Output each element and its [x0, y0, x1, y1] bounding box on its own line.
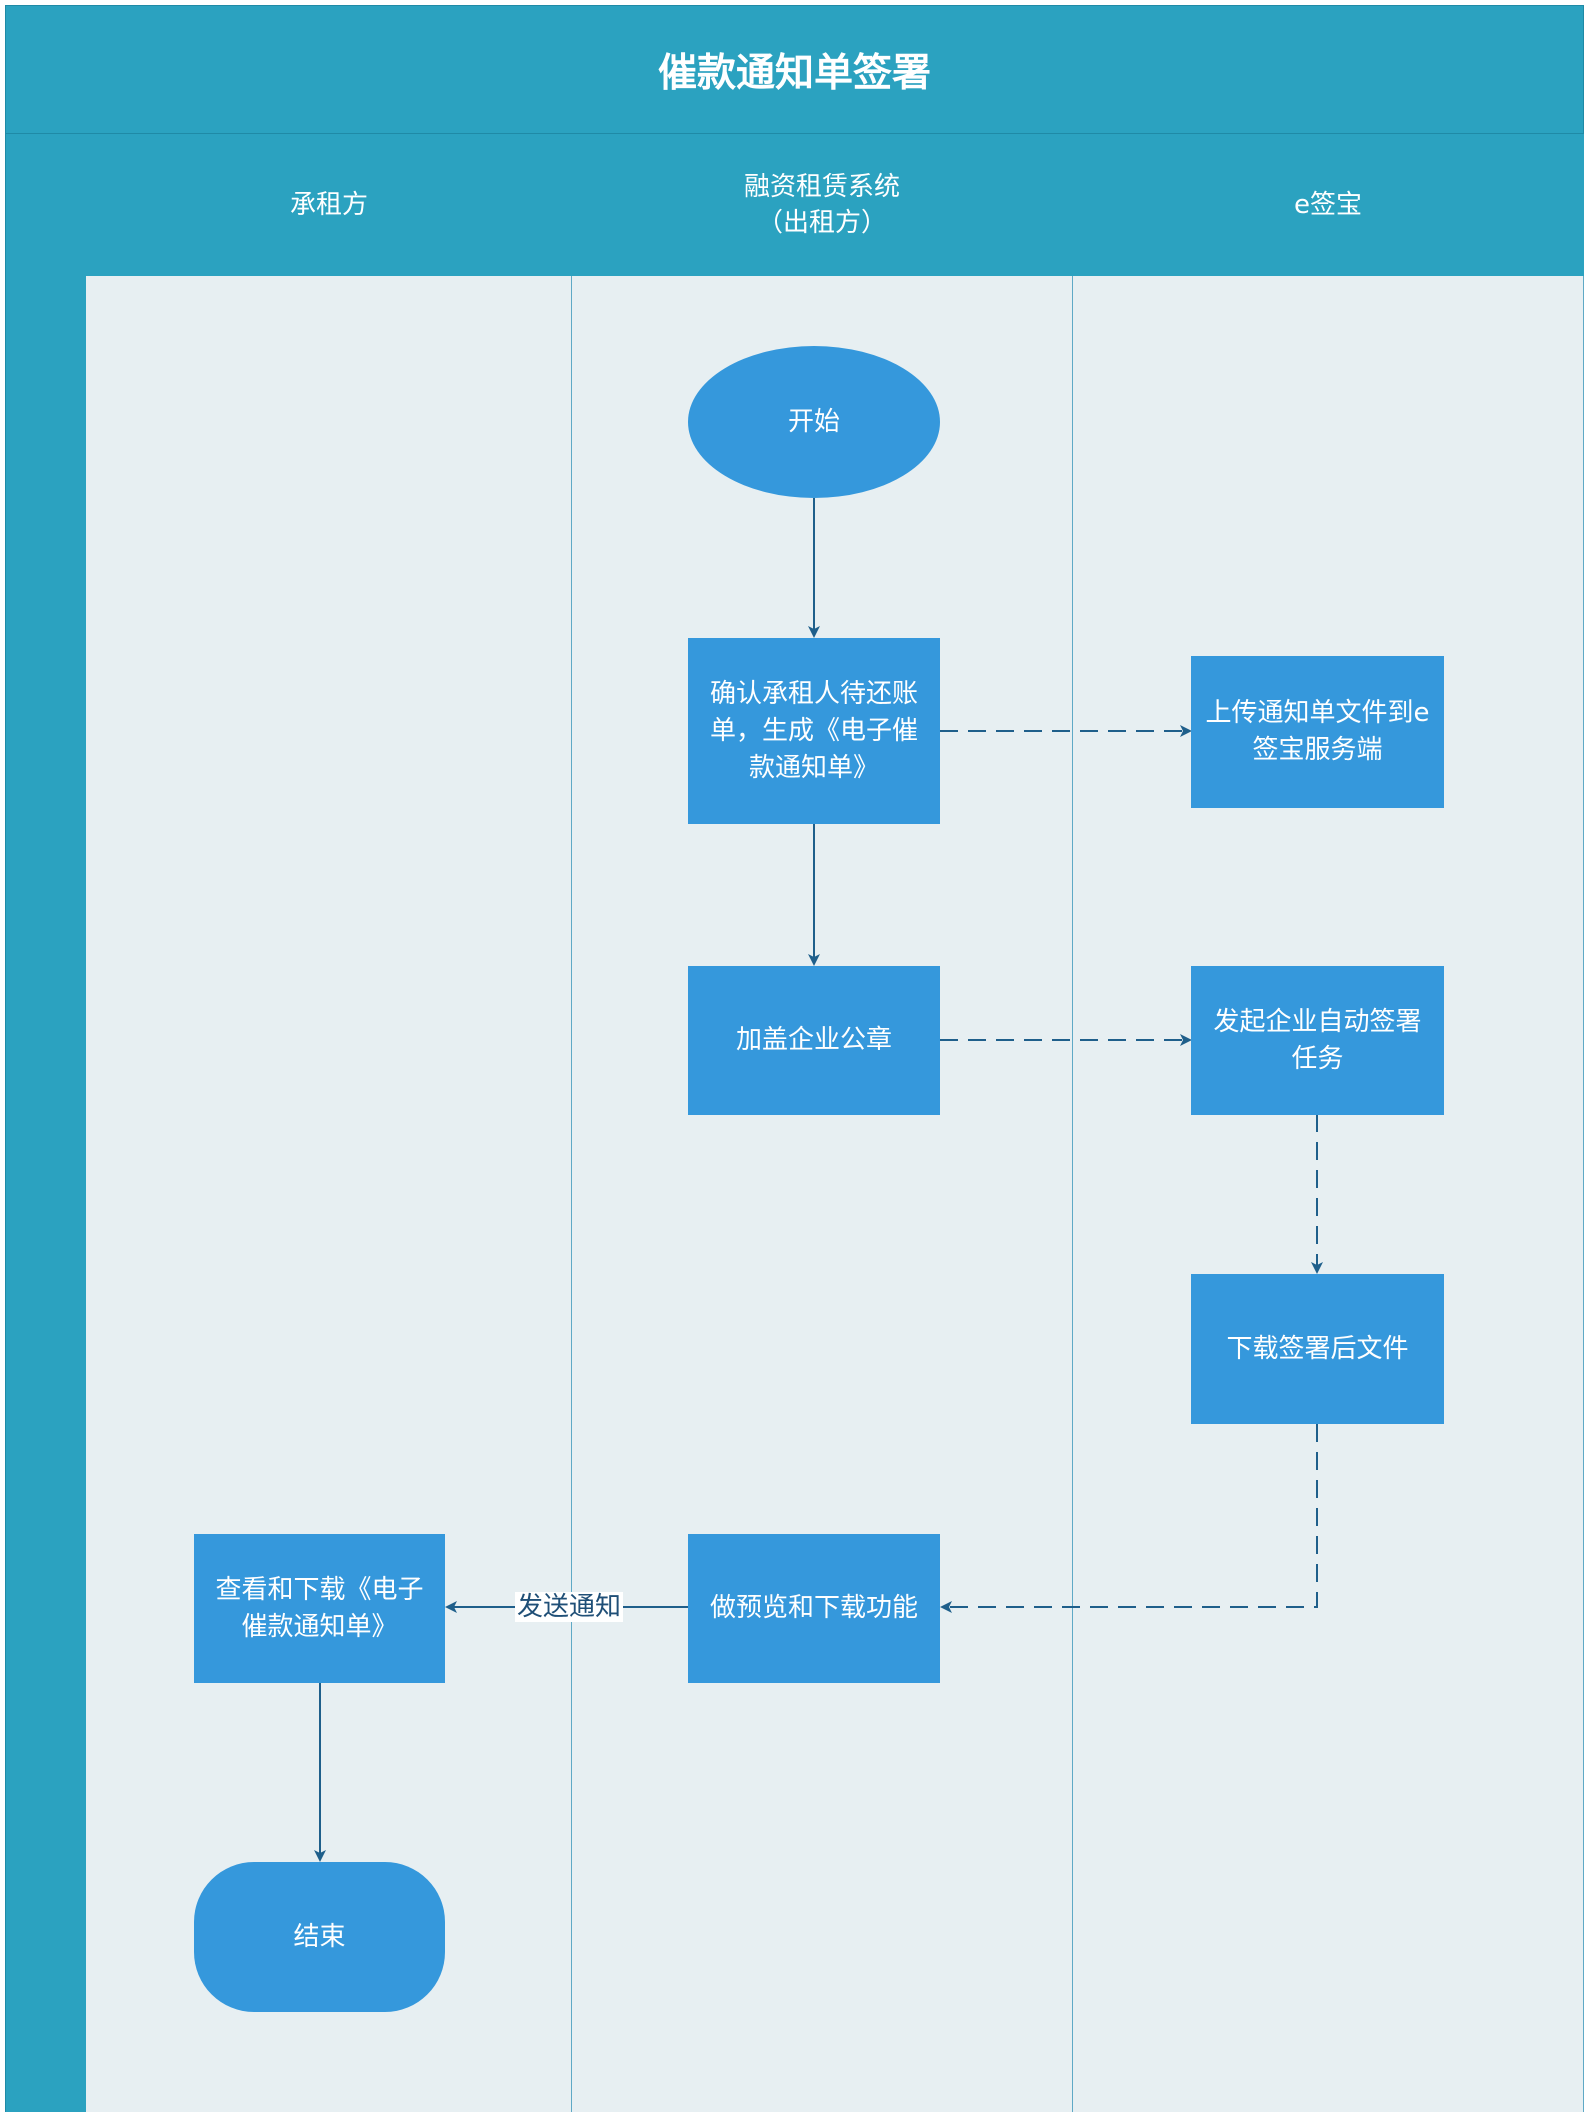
upload-file-node: 上传通知单文件到e签宝服务端: [1191, 656, 1444, 808]
lane-header-esign: e签宝: [1072, 134, 1584, 276]
lane-esign: [1072, 276, 1584, 2112]
lane-lessee: [86, 276, 572, 2112]
lane-leasing-system: [572, 276, 1072, 2112]
edge-label-send-notice: 发送通知: [515, 1592, 624, 1622]
edge-download-to-preview: [940, 1424, 1318, 1613]
lane-header-leasing-system: 融资租赁系统 （出租方）: [572, 134, 1072, 276]
preview-download-node: 做预览和下载功能: [688, 1534, 940, 1683]
lane-divider: [571, 276, 572, 2112]
auto-sign-task-node: 发起企业自动签署任务: [1191, 966, 1444, 1115]
view-download-node: 查看和下载《电子催款通知单》: [194, 1534, 445, 1683]
left-strip: [5, 134, 86, 2112]
end-node: 结束: [194, 1862, 445, 2012]
add-seal-node: 加盖企业公章: [688, 966, 940, 1115]
download-signed-node: 下载签署后文件: [1191, 1274, 1444, 1424]
lane-divider: [1583, 276, 1584, 2112]
start-node: 开始: [688, 346, 940, 498]
confirm-bill-node: 确认承租人待还账单，生成《电子催款通知单》: [688, 638, 940, 824]
diagram-title: 催款通知单签署: [5, 5, 1584, 134]
lane-divider: [1072, 276, 1073, 2112]
lane-header-lessee: 承租方: [86, 134, 572, 276]
